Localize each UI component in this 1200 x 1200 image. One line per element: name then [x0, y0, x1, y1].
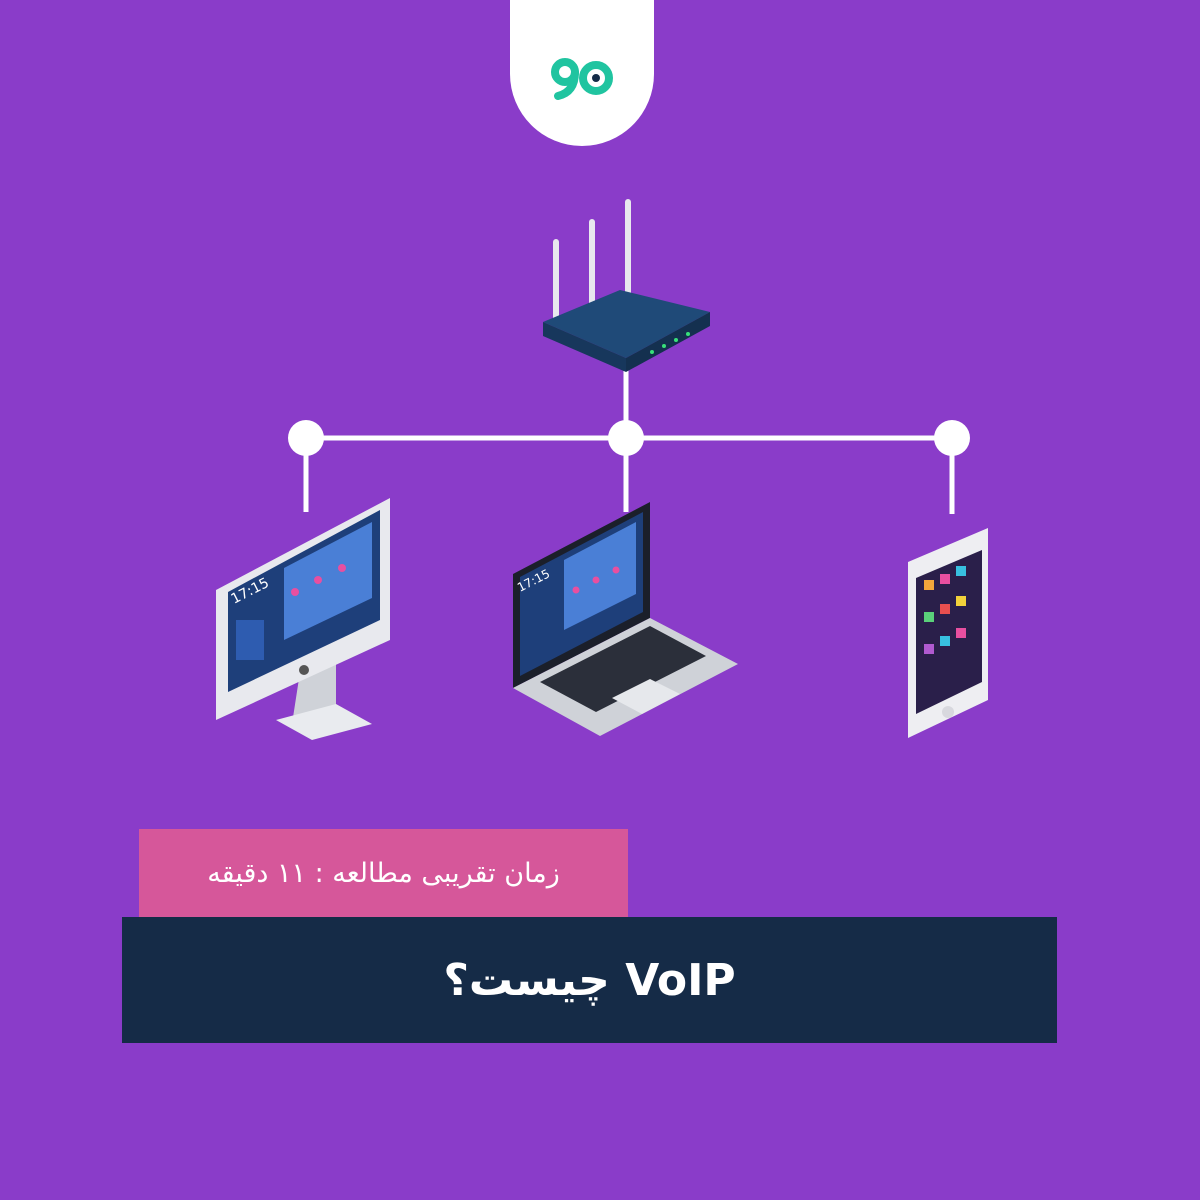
smartphone-icon	[908, 528, 988, 738]
wifi-router-icon	[543, 199, 710, 372]
network-node-right	[934, 420, 970, 456]
network-node-left	[288, 420, 324, 456]
logo-tab: 90	[510, 0, 654, 146]
brand-logo-icon: 90	[551, 58, 613, 100]
desktop-monitor-icon: 17:15	[216, 498, 390, 740]
reading-time-badge: زمان تقریبی مطالعه : ۱۱ دقیقه	[139, 829, 628, 917]
article-title: VoIP چیست؟	[122, 917, 1057, 1043]
network-node-center	[608, 420, 644, 456]
laptop-icon: 17:15	[513, 502, 738, 736]
